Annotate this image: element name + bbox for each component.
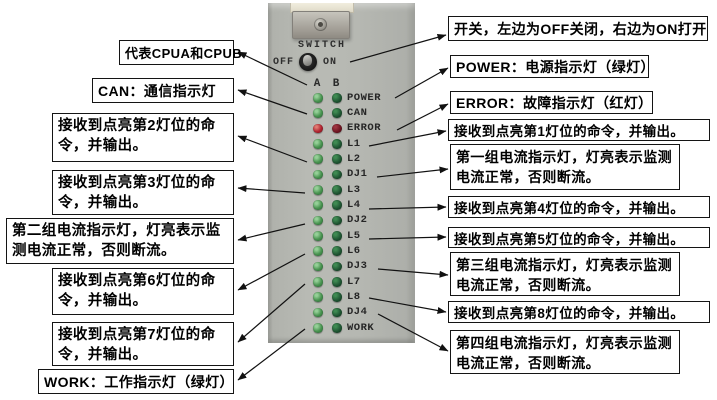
led-row-l4: L4 bbox=[268, 197, 415, 212]
led-label: DJ3 bbox=[347, 260, 368, 273]
led-label: L3 bbox=[347, 183, 361, 196]
led-indicator-b bbox=[332, 261, 342, 272]
callout-power: POWER：电源指示灯（绿灯） bbox=[450, 55, 654, 78]
led-row-can: CAN bbox=[268, 105, 415, 120]
led-indicator-b bbox=[332, 307, 342, 318]
led-row-dj3: DJ3 bbox=[268, 259, 415, 274]
switch-on-label: ON bbox=[323, 57, 338, 68]
column-header-b: B bbox=[332, 78, 340, 90]
callout-l2: 接收到点亮第2灯位的命令，并输出。 bbox=[52, 113, 234, 162]
callout-group2: 第二组电流指示灯，灯亮表示监测电流正常，否则断流。 bbox=[6, 218, 234, 264]
led-indicator-a bbox=[313, 215, 323, 226]
led-indicator-a bbox=[313, 246, 323, 256]
led-row-l2: L2 bbox=[268, 151, 415, 166]
led-indicator-b bbox=[332, 215, 342, 226]
led-label: L7 bbox=[347, 275, 361, 288]
led-indicator-a bbox=[313, 292, 323, 302]
led-label: CAN bbox=[347, 106, 368, 119]
toggle-switch-icon bbox=[299, 53, 317, 71]
led-label: WORK bbox=[347, 321, 375, 334]
led-row-error: ERROR bbox=[268, 121, 415, 136]
led-label: POWER bbox=[347, 91, 382, 104]
led-row-l7: L7 bbox=[268, 274, 415, 289]
screw-icon bbox=[314, 18, 327, 31]
callout-group3: 第三组电流指示灯，灯亮表示监测电流正常，否则断流。 bbox=[450, 252, 680, 296]
callout-l1: 接收到点亮第1灯位的命令，并输出。 bbox=[448, 119, 710, 141]
led-row-l6: L6 bbox=[268, 243, 415, 258]
led-indicator-b bbox=[332, 123, 342, 134]
led-indicator-b bbox=[332, 323, 342, 333]
callout-l6: 接收到点亮第6灯位的命令，并输出。 bbox=[52, 268, 234, 315]
led-label: L4 bbox=[347, 198, 361, 211]
callout-l4: 接收到点亮第4灯位的命令，并输出。 bbox=[448, 196, 710, 218]
callout-can: CAN：通信指示灯 bbox=[92, 78, 234, 103]
led-row-dj1: DJ1 bbox=[268, 167, 415, 182]
toggle-knob bbox=[303, 55, 312, 66]
callout-switch: 开关，左边为OFF关闭，右边为ON打开 bbox=[448, 16, 708, 41]
callout-l3: 接收到点亮第3灯位的命令，并输出。 bbox=[52, 170, 234, 215]
led-row-l3: L3 bbox=[268, 182, 415, 197]
led-indicator-a bbox=[313, 231, 323, 241]
callout-l8: 接收到点亮第8灯位的命令，并输出。 bbox=[448, 301, 710, 323]
led-indicator-b bbox=[332, 277, 342, 287]
led-indicator-b bbox=[332, 93, 342, 103]
led-indicator-b bbox=[332, 139, 342, 149]
led-label: L1 bbox=[347, 137, 361, 150]
led-indicator-a bbox=[313, 307, 323, 318]
led-row-work: WORK bbox=[268, 320, 415, 335]
callout-error: ERROR：故障指示灯（红灯） bbox=[450, 91, 653, 114]
led-indicator-b bbox=[332, 169, 342, 180]
column-header-a: A bbox=[313, 78, 321, 90]
led-indicator-a bbox=[313, 261, 323, 272]
led-indicator-a bbox=[313, 169, 323, 180]
led-row-l8: L8 bbox=[268, 289, 415, 304]
led-row-l5: L5 bbox=[268, 228, 415, 243]
led-row-l1: L1 bbox=[268, 136, 415, 151]
led-indicator-a bbox=[313, 323, 323, 333]
led-indicator-a bbox=[313, 277, 323, 287]
led-label: DJ1 bbox=[347, 168, 368, 181]
led-indicator-a bbox=[313, 139, 323, 149]
led-label: L8 bbox=[347, 290, 361, 303]
led-label: L5 bbox=[347, 229, 361, 242]
led-label: L6 bbox=[347, 244, 361, 257]
led-indicator-a bbox=[313, 108, 323, 118]
led-label: DJ2 bbox=[347, 214, 368, 227]
led-indicator-b bbox=[332, 185, 342, 195]
led-indicator-b bbox=[332, 246, 342, 256]
callout-l5: 接收到点亮第5灯位的命令，并输出。 bbox=[448, 227, 710, 248]
module-photo: SWITCH OFF ON A B POWER CAN ERROR L1 L2 … bbox=[268, 3, 415, 343]
panel-latch bbox=[292, 11, 350, 39]
callout-group1: 第一组电流指示灯，灯亮表示监测电流正常，否则断流。 bbox=[450, 144, 680, 190]
callout-work: WORK：工作指示灯（绿灯） bbox=[38, 369, 234, 394]
led-row-dj4: DJ4 bbox=[268, 305, 415, 320]
led-row-dj2: DJ2 bbox=[268, 213, 415, 228]
led-indicator-b bbox=[332, 231, 342, 241]
led-indicator-b bbox=[332, 154, 342, 164]
led-label: L2 bbox=[347, 152, 361, 165]
callout-cpu-ab: 代表CPUA和CPUB bbox=[119, 40, 242, 65]
led-indicator-a bbox=[313, 185, 323, 195]
switch-label: SWITCH bbox=[297, 40, 346, 51]
switch-off-label: OFF bbox=[273, 57, 295, 68]
led-indicator-b bbox=[332, 292, 342, 302]
led-indicator-a bbox=[313, 200, 323, 210]
led-indicator-b bbox=[332, 200, 342, 210]
led-indicator-b bbox=[332, 108, 342, 118]
led-label: DJ4 bbox=[347, 306, 368, 319]
led-label: ERROR bbox=[347, 122, 382, 135]
led-indicator-a bbox=[313, 93, 323, 103]
led-indicator-a bbox=[313, 123, 323, 134]
led-row-power: POWER bbox=[268, 90, 415, 105]
led-indicator-a bbox=[313, 154, 323, 164]
callout-l7: 接收到点亮第7灯位的命令，并输出。 bbox=[52, 322, 234, 366]
callout-group4: 第四组电流指示灯，灯亮表示监测电流正常，否则断流。 bbox=[450, 330, 680, 374]
led-stack: POWER CAN ERROR L1 L2 DJ1 L3 L4 DJ2 L5 L… bbox=[268, 90, 415, 336]
